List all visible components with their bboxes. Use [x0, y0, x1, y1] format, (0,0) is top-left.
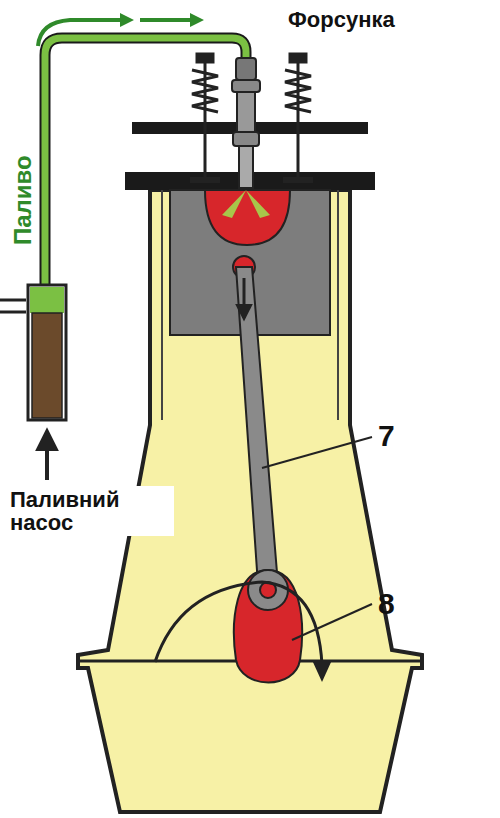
connecting-rod [236, 267, 278, 585]
rotation-arrow [155, 582, 322, 665]
fuel-label: Паливо [10, 155, 35, 245]
leader-line [292, 604, 372, 640]
fuel-flow-arrow [38, 20, 195, 46]
crank-pin [248, 570, 288, 610]
motion-arrow [243, 278, 246, 318]
combustion-chamber [205, 190, 290, 245]
rotation-head [312, 660, 332, 682]
callout-number: 7 [378, 420, 395, 452]
pump-fuel [30, 287, 64, 313]
part-label: Форсунка [288, 8, 395, 31]
pump-body [28, 285, 66, 420]
callout-number: 8 [378, 588, 395, 620]
leader-line [262, 437, 372, 468]
pump-arrow [45, 432, 49, 480]
injector [232, 58, 260, 188]
fuel-flow-head [120, 13, 204, 27]
part-label: Паливний насос [6, 486, 174, 536]
fuel-spray [222, 190, 270, 218]
crank [234, 570, 302, 683]
pump-plunger [32, 313, 62, 418]
pump-outlet [0, 300, 26, 312]
